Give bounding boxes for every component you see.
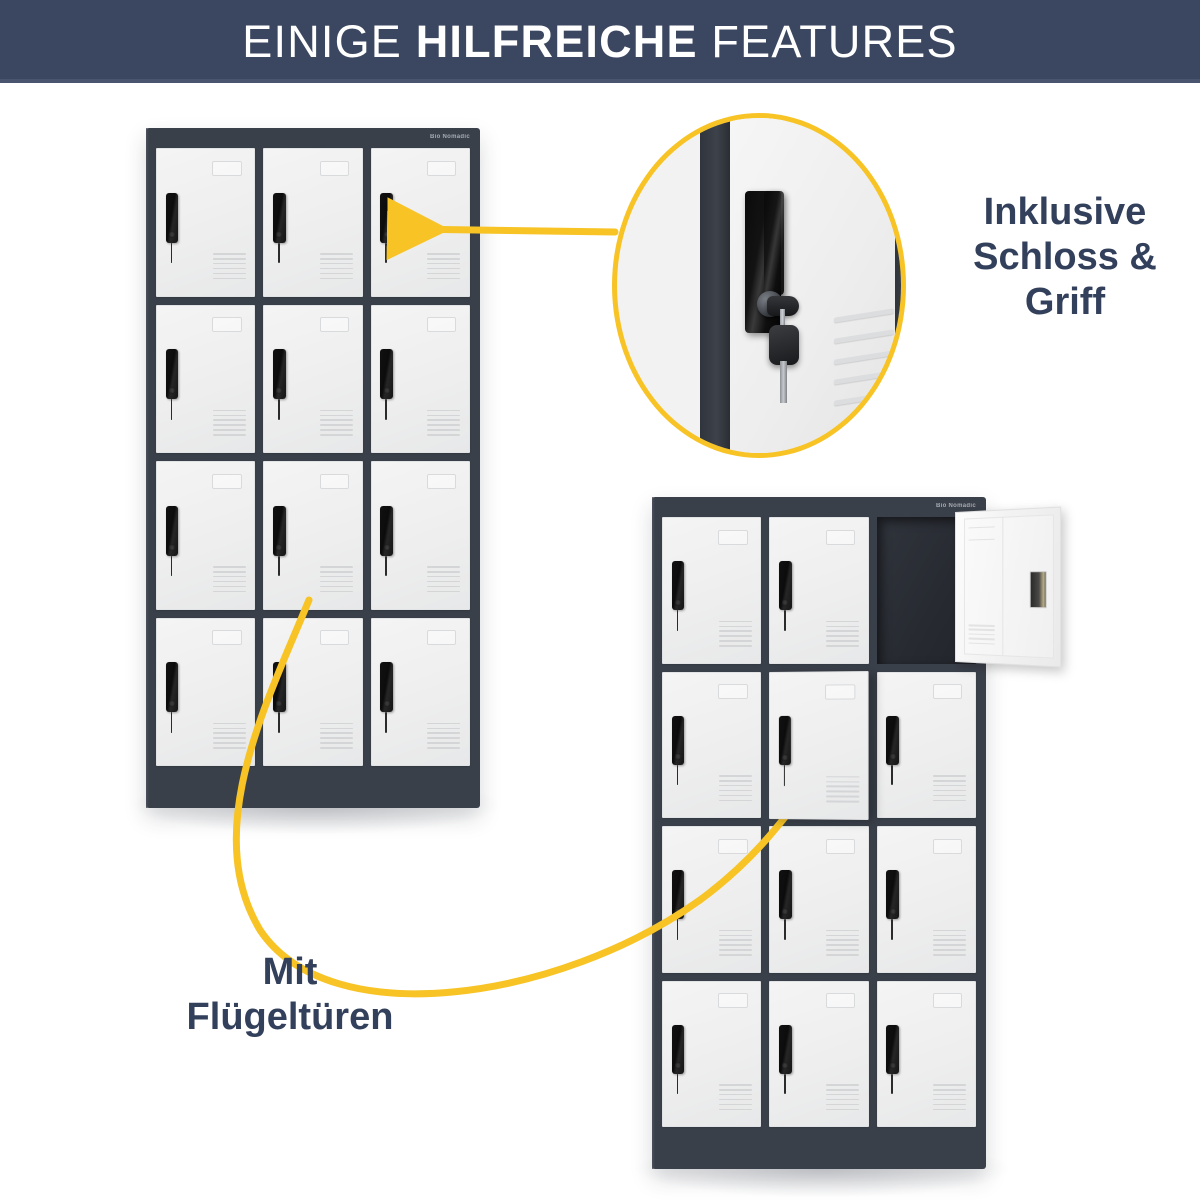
locker-door-lock-target[interactable] [370,148,470,297]
locker-door[interactable] [769,826,869,973]
callout-doors-line-1: Mit [262,951,318,993]
door-handle-icon [380,192,394,243]
locker-door[interactable] [156,148,256,297]
right-cabinet-grid [662,517,976,1127]
door-inner-vents [968,624,995,645]
locker-door[interactable] [662,980,762,1127]
key-collar [767,296,799,316]
locker-door[interactable] [662,517,762,664]
locker-door[interactable] [876,980,976,1127]
page-title: EINIGE HILFREICHE FEATURES [242,19,957,64]
locker-door[interactable] [263,617,363,766]
callout-lock-line-3: Griff [1024,280,1106,323]
locker-door[interactable] [662,671,762,818]
locker-door[interactable] [156,461,256,610]
left-cabinet[interactable]: Bio Nomadic [146,128,480,808]
locker-door[interactable] [876,826,976,973]
callout-lock-text: Inklusive Schloss & Griff [940,190,1190,324]
locker-door[interactable] [263,461,363,610]
locker-door-ajar[interactable] [769,670,870,819]
key-shaft [780,309,785,329]
locker-door[interactable] [370,461,470,610]
callout-lock-line-1: Inklusive [983,191,1147,233]
locker-door[interactable] [876,671,976,818]
key-blade [780,361,787,403]
title-suffix: FEATURES [697,16,958,67]
brand-badge: Bio Nomadic [430,134,470,140]
locker-door[interactable] [769,980,869,1127]
locker-door[interactable] [370,617,470,766]
callout-doors-text: Mit Flügeltüren [90,950,490,1040]
door-inner-handle-icon [1029,571,1047,608]
swung-open-door[interactable] [955,506,1062,668]
zoom-circle-content [617,118,901,453]
zoom-detail-circle [612,113,906,458]
right-cabinet[interactable]: Bio Nomadic [652,497,986,1169]
header-underline [0,79,1200,83]
locker-door[interactable] [769,517,869,664]
header-banner: EINIGE HILFREICHE FEATURES [0,0,1200,83]
magnified-handle-face [764,191,784,295]
title-emphasis: HILFREICHE [415,16,698,67]
left-cabinet-grid [156,148,470,766]
locker-door[interactable] [156,304,256,453]
magnified-vents [834,308,894,406]
locker-door[interactable] [370,304,470,453]
door-inner-card-slot [968,526,995,541]
brand-badge: Bio Nomadic [936,503,976,509]
title-prefix: EINIGE [242,16,416,67]
locker-door[interactable] [263,304,363,453]
locker-door[interactable] [156,617,256,766]
frame-column-right [895,118,901,453]
callout-doors-line-2: Flügeltüren [186,995,394,1038]
locker-door[interactable] [263,148,363,297]
locker-door[interactable] [662,826,762,973]
key-bow-icon [769,325,799,365]
callout-lock-line-2: Schloss & [973,235,1157,278]
frame-column-left [700,118,730,453]
door-inner-rib [1002,516,1003,656]
